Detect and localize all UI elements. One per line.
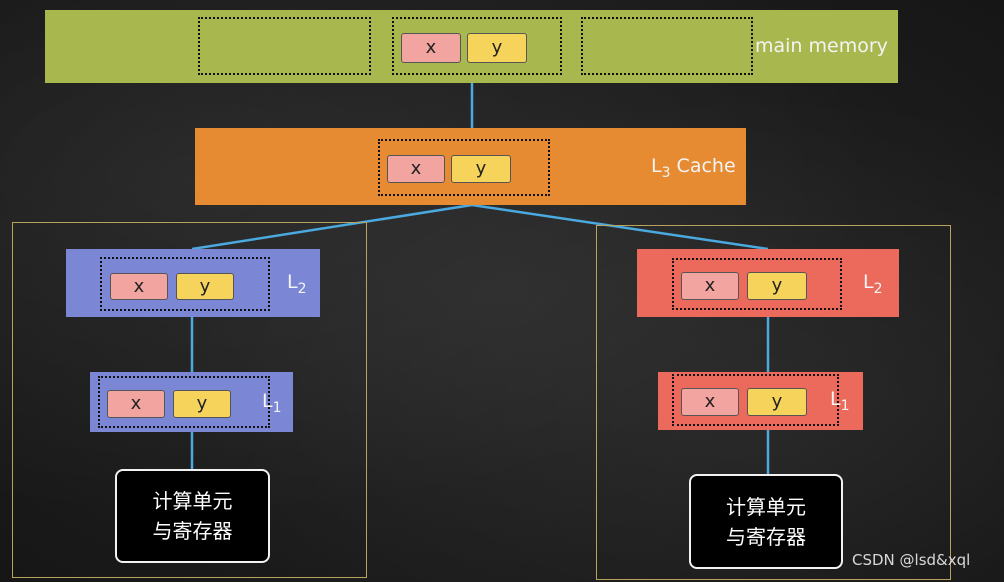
right-l2-cache-line: x y — [672, 258, 842, 310]
left-l2-cache-line: x y — [100, 257, 270, 311]
memory-var-y: y — [467, 33, 527, 63]
l3-cache-label: L3 Cache — [651, 155, 736, 181]
left-l1-label: L1 — [262, 390, 282, 416]
l3-var-y: y — [451, 155, 511, 183]
left-l1-label-main: L — [262, 390, 273, 412]
left-core-frame — [12, 222, 367, 578]
right-l1-label-main: L — [830, 388, 841, 410]
left-unit-line2: 与寄存器 — [152, 519, 233, 543]
right-l2-label-sub: 2 — [873, 280, 883, 297]
memory-cache-line-left — [198, 17, 371, 75]
left-unit-line1: 计算单元 — [152, 489, 233, 513]
main-memory-label: main memory — [755, 35, 888, 57]
left-l2-var-y: y — [176, 273, 234, 300]
l3-label-main: L — [651, 155, 662, 177]
right-unit-line1: 计算单元 — [726, 494, 806, 519]
l3-label-rest: Cache — [670, 155, 736, 177]
right-l2-var-x: x — [681, 272, 739, 300]
l3-cache-block: x y L3 Cache — [195, 128, 746, 205]
left-compute-unit: 计算单元 与寄存器 — [115, 469, 270, 563]
left-l2-label-sub: 2 — [297, 280, 307, 297]
left-l2-label-main: L — [287, 271, 298, 293]
left-l1-label-sub: 1 — [272, 399, 282, 416]
right-core-frame — [596, 225, 951, 580]
left-l2-var-x: x — [110, 273, 168, 300]
right-l1-var-y: y — [747, 388, 807, 416]
left-l1-cache-line: x y — [98, 376, 270, 428]
right-l1-var-x: x — [681, 388, 739, 416]
right-unit-line2: 与寄存器 — [726, 524, 806, 549]
main-memory-block: x y main memory — [45, 10, 898, 83]
memory-cache-line-center: x y — [392, 17, 562, 75]
memory-cache-line-right — [581, 17, 753, 75]
right-l2-label-main: L — [863, 271, 874, 293]
watermark: CSDN @lsd&xql — [852, 551, 971, 569]
l3-cache-line: x y — [378, 139, 550, 196]
right-l1-cache-block: x y L1 — [658, 372, 863, 430]
left-l2-label: L2 — [287, 271, 307, 297]
l3-label-sub: 3 — [661, 164, 671, 181]
connector-l3-right-l2 — [471, 203, 769, 251]
right-l2-label: L2 — [863, 271, 883, 297]
left-l1-var-x: x — [107, 390, 165, 418]
memory-var-x: x — [401, 33, 461, 63]
left-l1-var-y: y — [173, 390, 231, 418]
l3-var-x: x — [387, 155, 445, 183]
right-compute-unit: 计算单元 与寄存器 — [689, 474, 843, 569]
right-l1-label: L1 — [830, 388, 850, 414]
right-l1-label-sub: 1 — [840, 397, 850, 414]
right-l2-cache-block: x y L2 — [637, 249, 899, 317]
right-l1-cache-line: x y — [672, 374, 839, 426]
left-l2-cache-block: x y L2 — [66, 249, 320, 317]
connector-l3-left-l2 — [191, 203, 473, 251]
right-l2-var-y: y — [747, 272, 807, 300]
left-l1-cache-block: x y L1 — [90, 372, 293, 432]
